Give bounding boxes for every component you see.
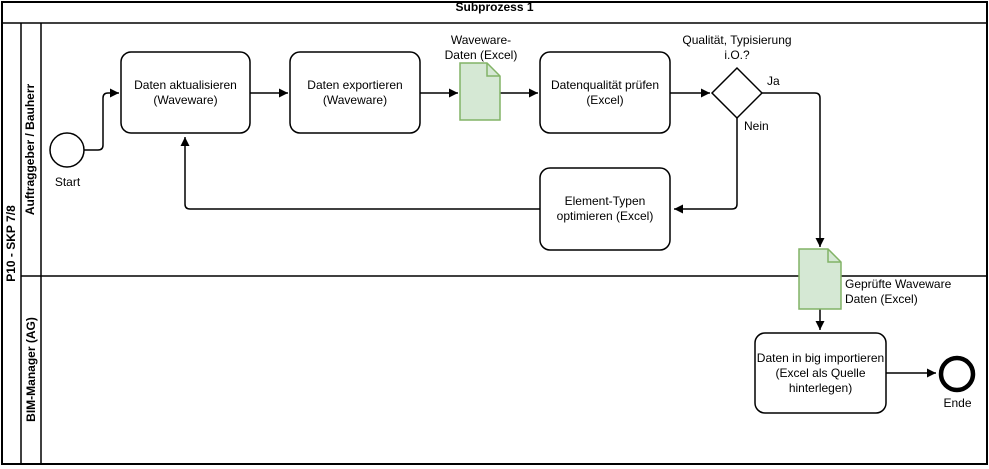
gateway-quality-label: Qualität, Typisierung i.O.? [682, 33, 792, 62]
document-waveware-shape[interactable] [459, 62, 501, 121]
lane-label-bottom: BIM-Manager (AG) [23, 317, 38, 422]
document-checked-fold [827, 249, 841, 263]
task-optimize-shape[interactable] [539, 167, 671, 251]
document-waveware-label: Waveware- Daten (Excel) [444, 33, 518, 62]
flow-ja-label: Ja [767, 74, 780, 88]
task-optimize-label: Element-Typen optimieren (Excel) [556, 194, 654, 223]
flow-gateway-nein-to-optimize [674, 118, 738, 214]
lane-label-top: Auftraggeber / Bauherr [23, 83, 38, 216]
flow-start-to-update [84, 88, 119, 151]
task-import-shape[interactable] [754, 332, 887, 414]
start-event-shape[interactable] [49, 132, 85, 168]
task-update-shape[interactable] [120, 51, 251, 134]
gateway-quality-shape[interactable] [710, 66, 764, 120]
pool-title: Subprozess 1 [455, 0, 534, 14]
end-event-label: Ende [943, 396, 972, 410]
document-checked-label: Geprüfte Waveware Daten (Excel) [845, 277, 952, 306]
end-event-shape[interactable] [938, 355, 976, 393]
task-export-shape[interactable] [289, 51, 421, 134]
flow-gateway-ja-to-doc2 [762, 92, 825, 247]
task-check-label: Datenqualität prüfen (Excel) [550, 77, 660, 107]
task-check-shape[interactable] [539, 51, 671, 134]
flow-optimize-to-update [180, 137, 540, 210]
document-waveware-fold [486, 63, 500, 77]
task-update-label: Daten aktualisieren (Waveware) [134, 77, 237, 107]
flow-nein-label: Nein [744, 119, 769, 133]
pool-label: P10 - SKP 7/8 [3, 205, 18, 282]
start-event-label: Start [54, 175, 81, 189]
task-export-label: Daten exportieren (Waveware) [307, 77, 403, 107]
task-import-label: Daten in big importieren (Excel als Quel… [756, 350, 885, 395]
document-checked-shape[interactable] [798, 248, 842, 310]
